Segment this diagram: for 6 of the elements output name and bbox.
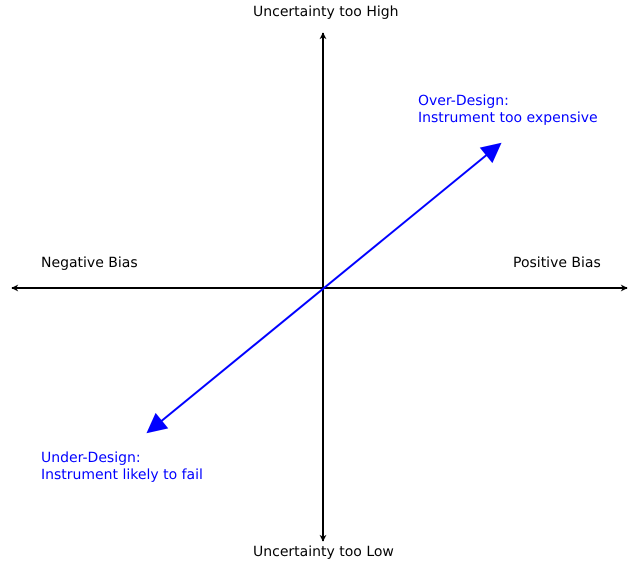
annotation-text: Over-Design: Instrument too expensive xyxy=(418,93,598,127)
axis-label: Uncertainty too Low xyxy=(253,544,394,561)
axis-label: Negative Bias xyxy=(41,255,138,272)
axis-label: Positive Bias xyxy=(513,255,601,272)
annotation-text: Under-Design: Instrument likely to fail xyxy=(41,450,203,484)
axis-label: Uncertainty too High xyxy=(253,4,398,21)
